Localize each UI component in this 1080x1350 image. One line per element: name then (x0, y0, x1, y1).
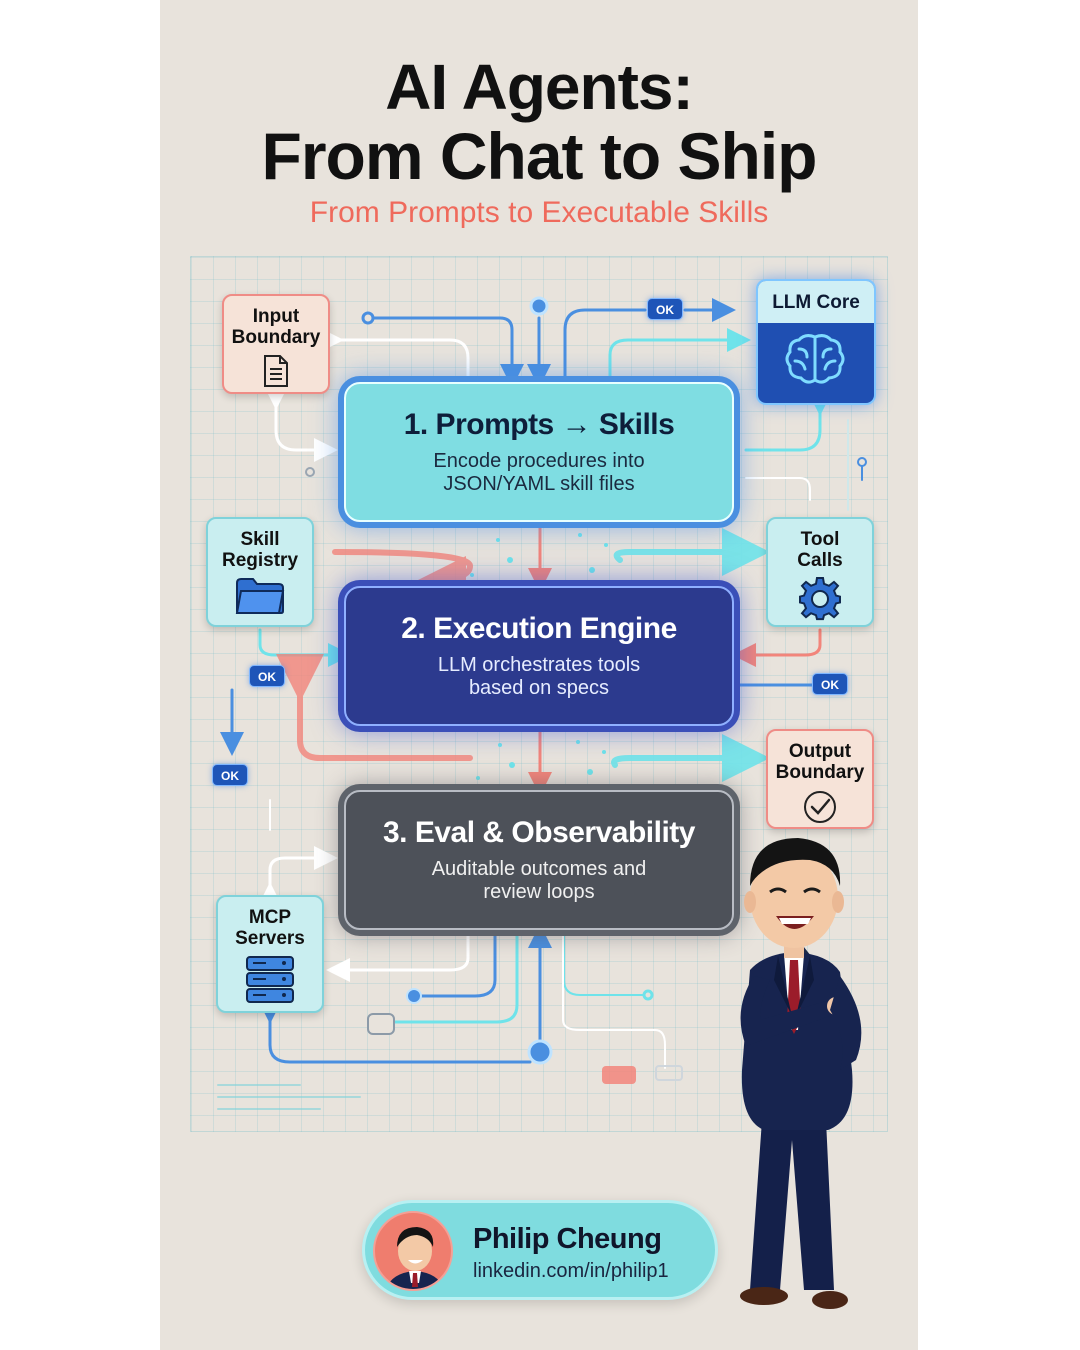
stage-description: Encode procedures into JSON/YAML skill f… (433, 450, 645, 495)
server-stack-icon (246, 956, 294, 1003)
gear-icon (799, 577, 841, 621)
document-icon (264, 355, 288, 387)
stage-title: 3. Eval & Observability (383, 816, 695, 849)
connector-wires (217, 296, 867, 1110)
poster: AI Agents: From Chat to Ship From Prompt… (160, 0, 918, 1350)
stage-title: 2. Execution Engine (401, 612, 677, 645)
card-label: LLM Core (758, 281, 874, 323)
card-tool-calls: Tool Calls (766, 517, 874, 627)
page-title-line-1: AI Agents: (385, 51, 694, 123)
page-title-line-2: From Chat to Ship (261, 119, 818, 193)
stage-title: 1. Prompts → Skills (403, 408, 675, 441)
card-label: Output Boundary (775, 741, 865, 783)
ok-badge: OK (212, 764, 248, 786)
card-llm-core: LLM Core (756, 279, 876, 405)
folder-icon (235, 578, 285, 614)
ok-badge: OK (647, 298, 683, 320)
card-skill-registry: Skill Registry (206, 517, 314, 627)
stage-execution-engine: 2. Execution Engine LLM orchestrates too… (338, 580, 740, 732)
stage-eval-observability: 3. Eval & Observability Auditable outcom… (338, 784, 740, 936)
page-subtitle: From Prompts to Executable Skills (309, 196, 769, 229)
author-linkedin-link[interactable]: linkedin.com/in/philip1 (473, 1260, 669, 1282)
stage-prompts-to-skills: 1. Prompts → Skills Encode procedures in… (338, 376, 740, 528)
ok-badge: OK (812, 673, 848, 695)
author-name: Philip Cheung (473, 1223, 662, 1255)
card-label: Tool Calls (797, 529, 843, 571)
stage-description: LLM orchestrates tools based on specs (437, 654, 641, 699)
card-label: Skill Registry (221, 529, 299, 571)
check-circle-icon (804, 791, 836, 823)
card-label: Input Boundary (231, 306, 321, 348)
card-output-boundary: Output Boundary (766, 729, 874, 829)
card-mcp-servers: MCP Servers (216, 895, 324, 1013)
avatar (373, 1211, 453, 1291)
card-label: MCP Servers (235, 907, 305, 949)
card-input-boundary: Input Boundary (222, 294, 330, 394)
ok-badge: OK (249, 665, 285, 687)
presenter-illustration (740, 838, 862, 1309)
brain-icon (785, 334, 845, 384)
author-profile-badge[interactable]: Philip Cheung linkedin.com/in/philip1 (362, 1200, 718, 1300)
stage-description: Auditable outcomes and review loops (431, 858, 647, 903)
